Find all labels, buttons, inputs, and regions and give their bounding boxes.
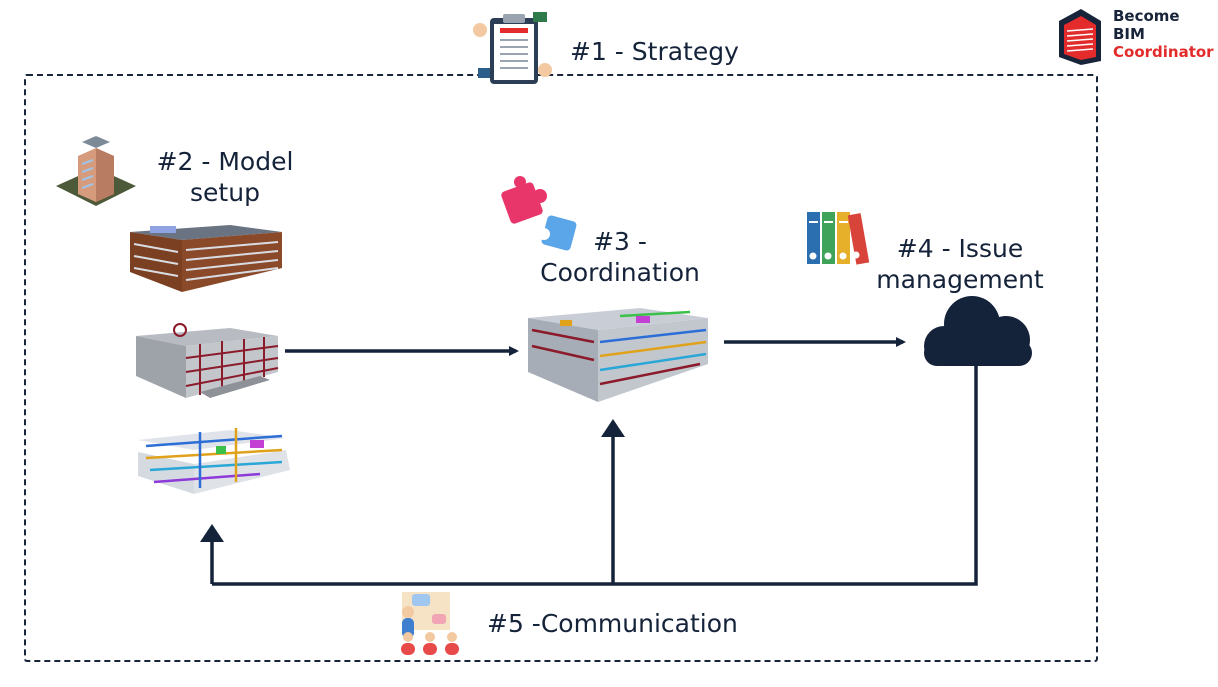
logo-text-coordinator: Coordinator (1113, 43, 1214, 61)
become-bim-coordinator-logo: Become BIM Coordinator (1055, 7, 1218, 67)
step-4-issue-management-label: #4 - Issue management (860, 233, 1060, 295)
building-icon (56, 136, 136, 206)
issue-line-2: management (876, 265, 1044, 294)
cloud-icon (924, 296, 1032, 366)
process-boundary-frame (24, 74, 1098, 662)
logo-text-bim: BIM (1113, 25, 1145, 43)
architectural-model-render (130, 225, 282, 292)
logo-text-become: Become (1113, 7, 1180, 25)
step-1-strategy-label: #1 - Strategy (570, 37, 739, 66)
coordination-line-2: Coordination (540, 258, 700, 287)
feedback-loop-line (212, 366, 978, 586)
communication-people-icon (401, 592, 459, 655)
coordination-line-1: #3 - (593, 227, 647, 256)
strategy-clipboard-icon (473, 12, 552, 84)
step-2-model-setup-label: #2 - Model setup (140, 146, 310, 208)
model-setup-line-2: setup (190, 178, 260, 207)
structural-model-render (136, 323, 279, 398)
mep-model-render (138, 428, 290, 494)
step-3-coordination-label: #3 - Coordination (520, 226, 720, 288)
step-5-communication-label: #5 -Communication (487, 609, 738, 638)
puzzle-pieces-icon (501, 176, 577, 251)
building-logo-icon (1059, 9, 1101, 65)
binders-icon (807, 212, 870, 265)
flow-connectors (210, 337, 978, 586)
arrowhead-coordination (601, 419, 625, 437)
model-setup-line-1: #2 - Model (156, 147, 294, 176)
arrowhead-model (200, 524, 224, 542)
issue-line-1: #4 - Issue (896, 234, 1024, 263)
federated-model-render (528, 308, 708, 402)
